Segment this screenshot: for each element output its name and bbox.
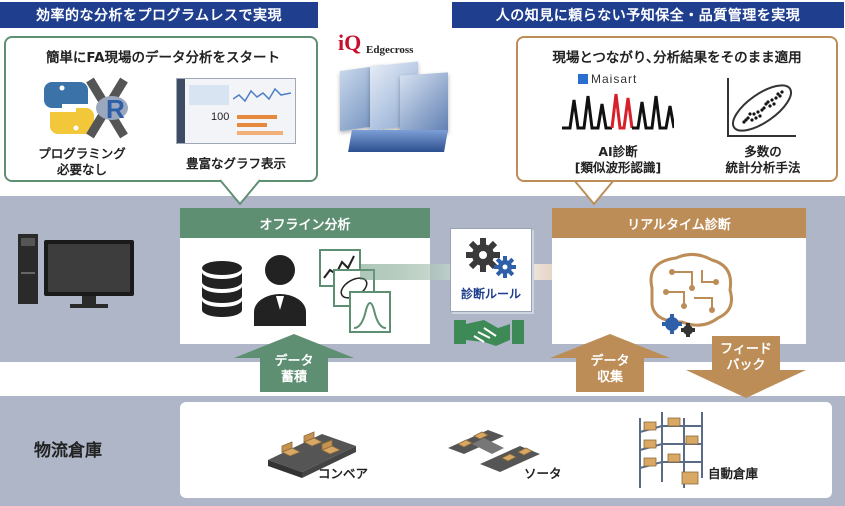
- right-callout-pointer: [574, 179, 614, 206]
- offline-title: オフライン分析: [180, 208, 430, 238]
- left-callout-pointer: [220, 179, 260, 206]
- right-item2-line2: 統計分析手法: [725, 160, 801, 175]
- dashboard-value: 100: [211, 111, 230, 123]
- sorter-label: ソータ: [524, 466, 562, 481]
- product-screens: [340, 60, 450, 160]
- right-item2-line1: 多数の: [744, 144, 782, 159]
- right-callout: 現場とつながり､分析結果をそのまま適用 Maisart AI診断 [類似波形認識…: [516, 36, 838, 182]
- svg-text:R: R: [106, 94, 125, 124]
- left-item2-label: 豊富なグラフ表示: [185, 156, 286, 171]
- diagnosis-rule-label: 診断ルール: [460, 287, 521, 301]
- right-item1-label: AI診断 [類似波形認識]: [548, 144, 688, 176]
- maisart-logo: Maisart: [578, 72, 637, 86]
- right-item1-line2: [類似波形認識]: [574, 160, 662, 175]
- gear-icon: [466, 238, 516, 278]
- handshake-icon: [454, 320, 524, 346]
- analysis-charts-icon: [319, 249, 391, 333]
- auto-warehouse-label: 自動倉庫: [708, 466, 759, 481]
- right-item2-label: 多数の 統計分析手法: [698, 144, 828, 176]
- realtime-panel: リアルタイム診断: [552, 208, 806, 344]
- maisart-mark-icon: [578, 74, 588, 84]
- right-banner: 人の知見に頼らない予知保全・品質管理を実現: [452, 2, 844, 28]
- sorter-icon: [448, 430, 540, 472]
- collect-line1: データ: [590, 354, 630, 369]
- left-item1-label: プログラミング 必要なし: [12, 146, 152, 178]
- edgecross-logo: Edgecross: [366, 44, 414, 56]
- right-callout-title: 現場とつながり､分析結果をそのまま適用: [552, 50, 802, 66]
- feedback-line2: バック: [726, 358, 766, 373]
- conveyor-label: コンベア: [318, 466, 369, 481]
- feedback-line1: フィード: [720, 342, 772, 357]
- left-banner: 効率的な分析をプログラムレスで実現: [0, 2, 318, 28]
- right-item1-line1: AI診断: [598, 144, 638, 159]
- iq-logo: iQ: [338, 30, 362, 55]
- auto-warehouse-icon: [639, 412, 703, 488]
- maisart-text: Maisart: [591, 72, 638, 86]
- warehouse-title: 物流倉庫: [34, 441, 102, 461]
- python-r-icon: R: [44, 77, 128, 139]
- left-callout: 簡単にFA現場のデータ分析をスタート R プログラミング 必要なし 100 豊富…: [4, 36, 318, 182]
- left-item1-line1: プログラミング: [38, 146, 126, 161]
- analyst-person-icon: [254, 255, 306, 326]
- left-callout-title: 簡単にFA現場のデータ分析をスタート: [45, 50, 281, 66]
- scatter-plot-icon: [727, 78, 796, 137]
- left-item1-line2: 必要なし: [56, 162, 107, 177]
- data-accumulate-arrow: データ 蓄積: [232, 334, 356, 392]
- accumulate-line1: データ: [274, 354, 314, 369]
- waveform-icon: [562, 93, 674, 130]
- feedback-arrow: フィード バック: [684, 336, 808, 398]
- realtime-title: リアルタイム診断: [552, 208, 806, 238]
- conveyor-icon: [268, 431, 356, 478]
- collect-line2: 収集: [596, 370, 623, 385]
- dashboard-thumbnail: 100: [176, 78, 296, 144]
- pc-icon: [18, 234, 134, 308]
- ai-brain-icon: [649, 253, 733, 337]
- data-collect-arrow: データ 収集: [548, 334, 672, 392]
- database-icon: [202, 261, 242, 317]
- diagnosis-rule-document: 診断ルール: [450, 228, 532, 312]
- accumulate-line2: 蓄積: [280, 370, 307, 385]
